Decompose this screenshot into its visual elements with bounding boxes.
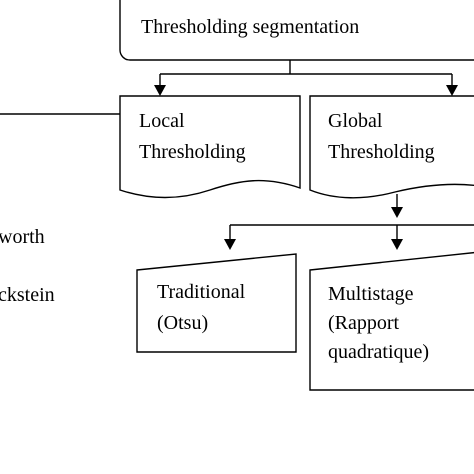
node-multistage-line-2: (Rapport <box>328 312 400 334</box>
node-global-line-1: Global <box>328 110 383 132</box>
node-global-line-2: Thresholding <box>328 141 435 163</box>
node-local-label: Local Thresholding <box>139 110 246 163</box>
node-traditional-box <box>136 253 297 353</box>
arrow-to-traditional <box>224 239 236 250</box>
connector-global-to-level2 <box>224 194 474 250</box>
node-local-box <box>119 95 301 199</box>
node-local-thresholding: Local Thresholding <box>119 95 301 199</box>
node-traditional-line-2: (Otsu) <box>157 312 208 334</box>
node-global-thresholding: Global Thresholding <box>309 95 474 199</box>
node-traditional-label: Traditional (Otsu) <box>157 281 250 334</box>
arrow-global-stem <box>391 207 403 218</box>
node-multistage-box <box>309 251 474 391</box>
node-local-line-1: Local <box>139 110 185 132</box>
side-label-top: worth <box>0 226 45 248</box>
node-traditional-line-1: Traditional <box>157 281 246 303</box>
arrow-to-global <box>446 85 458 96</box>
node-multistage: Multistage (Rapport quadratique) <box>309 251 474 391</box>
side-label-bottom: ckstein <box>0 284 55 306</box>
node-thresholding-segmentation: Thresholding segmentation <box>119 0 474 61</box>
node-root-box <box>119 0 474 61</box>
node-traditional: Traditional (Otsu) <box>136 253 297 353</box>
node-root-label: Thresholding segmentation <box>141 16 359 38</box>
arrow-to-multistage <box>391 239 403 250</box>
node-multistage-line-3: quadratique) <box>328 341 429 363</box>
node-multistage-line-1: Multistage <box>328 283 414 305</box>
node-multistage-label: Multistage (Rapport quadratique) <box>328 283 429 363</box>
node-local-line-2: Thresholding <box>139 141 246 163</box>
connector-root-to-level1 <box>154 60 458 96</box>
node-global-label: Global Thresholding <box>328 110 435 163</box>
arrow-to-local <box>154 85 166 96</box>
node-global-box <box>309 95 474 199</box>
